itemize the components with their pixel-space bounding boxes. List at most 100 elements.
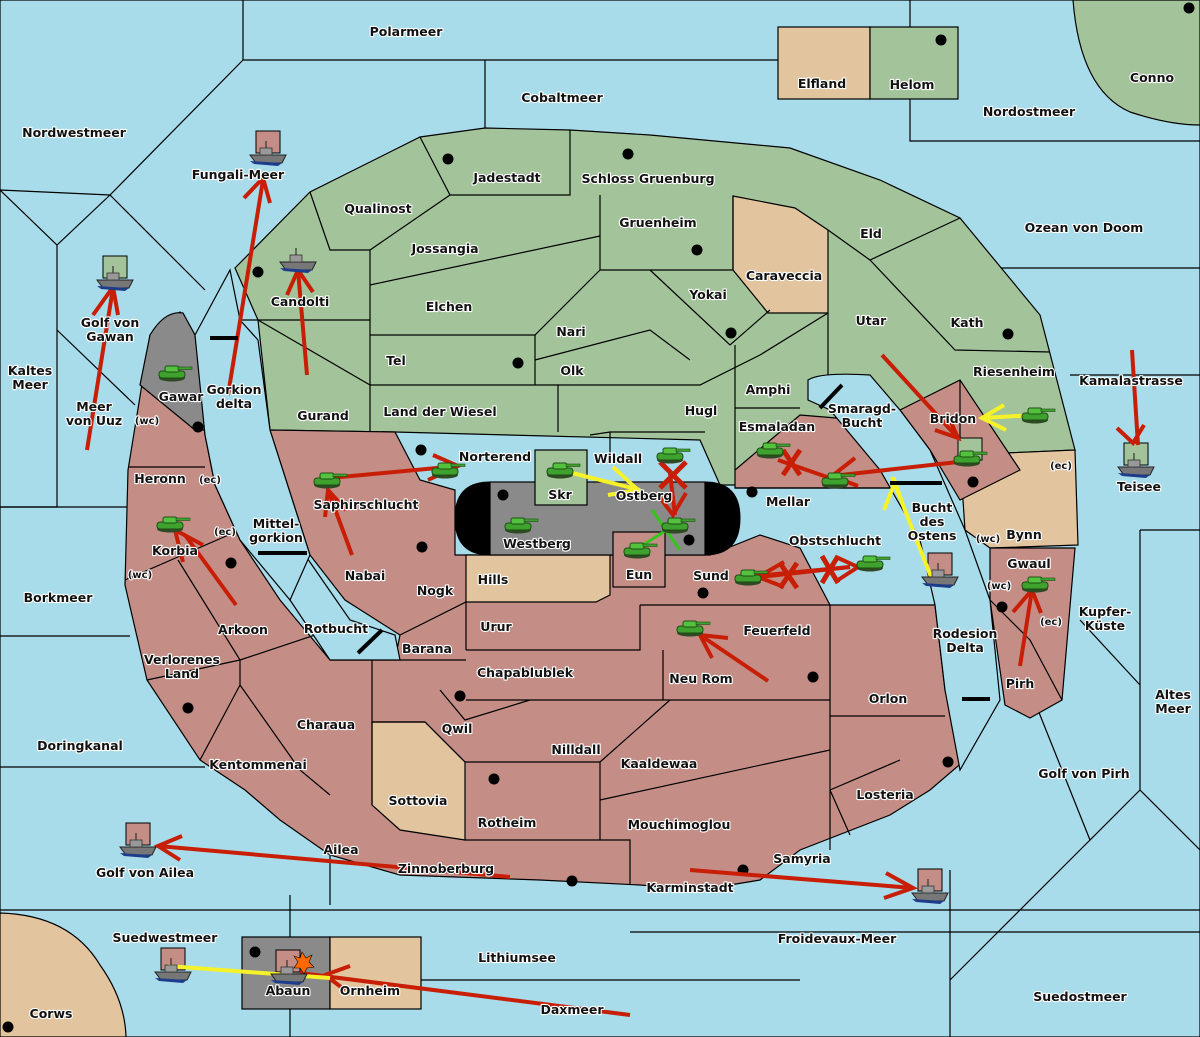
label-gurand: Gurand bbox=[297, 408, 349, 423]
label-bucht-des-ostens: Bucht bbox=[912, 500, 953, 515]
label-westberg: Westberg bbox=[503, 536, 571, 551]
label-suedwestmeer: Suedwestmeer bbox=[113, 930, 219, 945]
sea-labels: Polarmeer Cobaltmeer Nordwestmeer Fungal… bbox=[7, 23, 1193, 1018]
label-kupfer-kueste-2: Küste bbox=[1085, 618, 1125, 633]
supply-center-icon bbox=[683, 534, 695, 546]
label-mittelgorkion-2: gorkion bbox=[249, 530, 303, 545]
label-kaltes-meer: Kaltes bbox=[8, 363, 52, 378]
label-feuerfeld: Feuerfeld bbox=[743, 623, 810, 638]
label-neu-rom: Neu Rom bbox=[669, 671, 732, 686]
label-losteria: Losteria bbox=[856, 787, 913, 802]
coast-label-wc: (wc) bbox=[135, 416, 159, 427]
units bbox=[96, 140, 1155, 986]
label-ornheim: Ornheim bbox=[340, 983, 400, 998]
supply-center-icon bbox=[454, 690, 466, 702]
coast-label-wc: (wc) bbox=[987, 581, 1011, 592]
supply-center-icon bbox=[2, 1021, 14, 1033]
supply-center-icon bbox=[935, 34, 947, 46]
label-nordwestmeer: Nordwestmeer bbox=[22, 125, 127, 140]
label-golf-von-ailea: Golf von Ailea bbox=[96, 865, 194, 880]
supply-center-icon bbox=[967, 476, 979, 488]
sea-gorkion[interactable] bbox=[194, 268, 311, 602]
coast-label-ec: (ec) bbox=[214, 527, 236, 538]
label-golf-von-gawan-2: Gawan bbox=[86, 329, 134, 344]
coast-label-ec: (ec) bbox=[1040, 617, 1062, 628]
label-abaun: Abaun bbox=[266, 983, 311, 998]
label-rotbucht: Rotbucht bbox=[304, 621, 368, 636]
supply-center-icon bbox=[1183, 2, 1195, 14]
label-bucht-des-ostens-3: Ostens bbox=[908, 528, 957, 543]
label-kath: Kath bbox=[951, 315, 984, 330]
territory-eun[interactable] bbox=[612, 531, 666, 588]
label-rodesion-delta: Rodesion bbox=[933, 626, 998, 641]
supply-center-icon bbox=[697, 587, 709, 599]
label-bucht-des-ostens-2: des bbox=[920, 514, 945, 529]
label-chapablublek: Chapablublek bbox=[477, 665, 574, 680]
label-suedostmeer: Suedostmeer bbox=[1033, 989, 1127, 1004]
label-riesenheim: Riesenheim bbox=[973, 364, 1055, 379]
label-altes-meer-2: Meer bbox=[1155, 701, 1191, 716]
supply-center-icon bbox=[416, 541, 428, 553]
label-lithiumsee: Lithiumsee bbox=[478, 950, 556, 965]
supply-center-icon bbox=[996, 601, 1008, 613]
supply-center-icon bbox=[488, 773, 500, 785]
label-sund: Sund bbox=[693, 568, 729, 583]
supply-center-icon bbox=[497, 489, 509, 501]
label-urur: Urur bbox=[480, 619, 512, 634]
supply-center-icon bbox=[249, 946, 261, 958]
label-nilldall: Nilldall bbox=[551, 742, 600, 757]
supply-center-icon bbox=[415, 444, 427, 456]
label-caraveccia: Caraveccia bbox=[746, 268, 822, 283]
territory-corws[interactable] bbox=[0, 912, 127, 1037]
supply-center-icon bbox=[725, 327, 737, 339]
label-samyria: Samyria bbox=[773, 851, 831, 866]
label-charaua: Charaua bbox=[297, 717, 355, 732]
internal-borders bbox=[124, 130, 1063, 905]
label-meer-von-uuz-2: von Uuz bbox=[66, 413, 122, 428]
label-rodesion-delta-2: Delta bbox=[946, 640, 984, 655]
territory-elfland[interactable] bbox=[777, 26, 871, 100]
supply-center-icon bbox=[182, 702, 194, 714]
supply-center-icon bbox=[691, 244, 703, 256]
label-conno: Conno bbox=[1130, 70, 1175, 85]
label-golf-von-gawan: Golf von bbox=[81, 315, 140, 330]
label-froidevaux-meer: Froidevaux-Meer bbox=[778, 931, 897, 946]
label-verlorenes-land-2: Land bbox=[165, 666, 199, 681]
label-bridon: Bridon bbox=[930, 411, 976, 426]
label-ozean-von-doom: Ozean von Doom bbox=[1025, 220, 1144, 235]
supply-center-icon bbox=[252, 266, 264, 278]
label-zinnoberburg: Zinnoberburg bbox=[398, 861, 494, 876]
label-arkoon: Arkoon bbox=[218, 622, 268, 637]
label-daxmeer: Daxmeer bbox=[540, 1002, 604, 1017]
label-kaltes-meer-2: Meer bbox=[12, 377, 48, 392]
label-obstschlucht: Obstschlucht bbox=[789, 533, 881, 548]
label-kentommenai: Kentommenai bbox=[209, 757, 307, 772]
label-land-der-wiesel: Land der Wiesel bbox=[383, 404, 496, 419]
label-skr: Skr bbox=[548, 487, 572, 502]
label-borkmeer: Borkmeer bbox=[24, 590, 94, 605]
label-kaaldewaa: Kaaldewaa bbox=[621, 756, 698, 771]
supply-center-icon bbox=[512, 357, 524, 369]
label-heronn: Heronn bbox=[134, 471, 186, 486]
label-hills: Hills bbox=[478, 572, 509, 587]
label-bynn: Bynn bbox=[1006, 527, 1041, 542]
label-smaragd-bucht: Smaragd- bbox=[828, 401, 896, 416]
territory-conno[interactable] bbox=[1072, 0, 1200, 126]
label-polarmeer: Polarmeer bbox=[370, 24, 444, 39]
label-rotheim: Rotheim bbox=[478, 815, 537, 830]
supply-center-icon bbox=[566, 875, 578, 887]
label-ailea: Ailea bbox=[323, 842, 358, 857]
label-schloss-gruenburg: Schloss Gruenburg bbox=[581, 171, 714, 186]
territory-ornheim[interactable] bbox=[329, 936, 422, 1010]
label-norterend: Norterend bbox=[459, 449, 531, 464]
territory-gwaul-pirh[interactable] bbox=[989, 547, 1076, 719]
label-yokai: Yokai bbox=[688, 287, 727, 302]
label-eun: Eun bbox=[626, 567, 652, 582]
coast-label-ec: (ec) bbox=[199, 475, 221, 486]
label-saphirschlucht: Saphirschlucht bbox=[314, 497, 419, 512]
label-kupfer-kueste: Kupfer- bbox=[1079, 604, 1132, 619]
label-nogk: Nogk bbox=[417, 583, 454, 598]
label-olk: Olk bbox=[560, 363, 584, 378]
label-mellar: Mellar bbox=[766, 494, 811, 509]
coast-label-wc: (wc) bbox=[976, 534, 1000, 545]
